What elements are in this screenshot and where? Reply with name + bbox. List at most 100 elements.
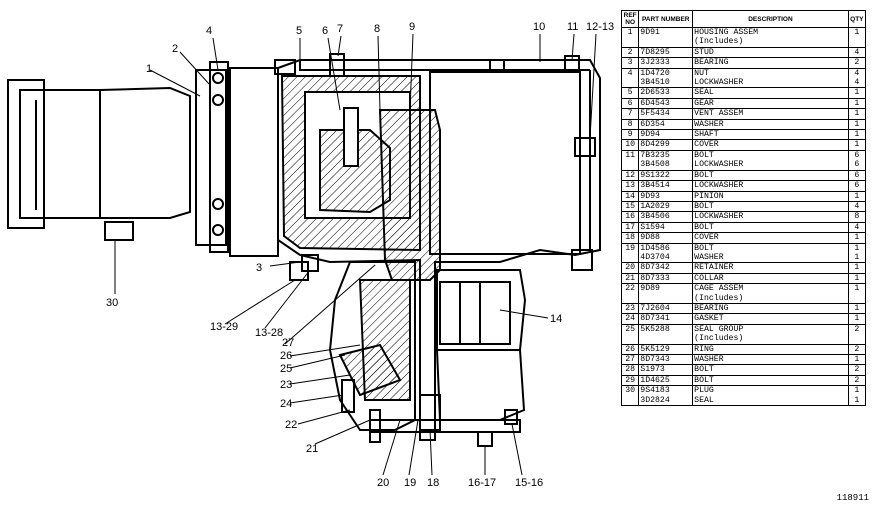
cell-qty: 1	[848, 87, 867, 99]
cell-ref: 23	[620, 302, 640, 314]
cell-qty	[848, 37, 867, 48]
cell-part	[639, 294, 693, 304]
cell-qty: 2	[848, 374, 867, 386]
callout-6: 6	[322, 25, 328, 37]
cell-desc: CAGE ASSEM	[692, 283, 849, 294]
cell-part: 9D93	[638, 190, 693, 202]
cell-ref: 8	[620, 118, 640, 130]
callout-1: 1	[146, 63, 152, 75]
cell-part: 1A2029	[638, 200, 693, 212]
cell-ref	[620, 252, 640, 263]
cell-desc: BOLT	[692, 149, 849, 161]
cell-qty: 4	[848, 67, 867, 79]
cell-ref: 18	[620, 232, 640, 244]
callout-5: 5	[296, 25, 302, 37]
cell-desc: VENT ASSEM	[692, 108, 849, 120]
cell-ref: 2	[620, 46, 640, 58]
cell-desc: STUD	[692, 46, 849, 58]
cell-ref: 16	[620, 211, 640, 223]
cell-part: 9D91	[638, 27, 693, 38]
cell-part: 7J2604	[638, 302, 693, 314]
cell-part	[639, 37, 693, 47]
cell-desc: WASHER	[692, 252, 849, 263]
cell-part: 2D6533	[638, 87, 693, 99]
callout-10: 10	[533, 21, 545, 33]
callout-2: 2	[172, 43, 178, 55]
cell-part: 3B4514	[638, 180, 693, 191]
header-part-number: PART NUMBER	[638, 10, 694, 28]
cell-part: 9D89	[638, 283, 693, 294]
cell-desc: SHAFT	[692, 129, 849, 140]
cell-ref	[620, 78, 640, 88]
cell-part: 3B4508	[640, 160, 670, 170]
cell-ref: 9	[620, 129, 640, 140]
cell-part: 9S4183	[638, 385, 693, 396]
drain-plug-30	[104, 221, 134, 241]
cell-part: 6D4543	[638, 97, 693, 109]
exploded-parts-diagram: 1 2 3 4 5 6 7 8 9 10 11 12-13 13-29 13-2…	[7, 21, 614, 489]
cell-ref: 26	[620, 343, 640, 355]
cell-qty: 1	[848, 108, 867, 120]
cell-part: 5K5288	[638, 323, 693, 335]
cell-qty: 4	[848, 200, 867, 212]
cell-qty: 1	[848, 313, 867, 325]
callout-3: 3	[256, 262, 262, 274]
cell-desc: COVER	[692, 232, 849, 244]
callout-30: 30	[106, 297, 118, 309]
cell-qty: 1	[848, 395, 867, 407]
cell-desc: PLUG	[692, 385, 849, 396]
cell-ref	[620, 160, 640, 171]
cell-ref: 28	[620, 364, 640, 376]
cell-part: 9S1322	[638, 169, 693, 181]
cell-desc: SEAL	[692, 395, 849, 407]
cell-ref: 14	[620, 190, 640, 202]
cell-qty: 1	[848, 118, 867, 130]
cell-ref	[620, 37, 640, 48]
callout-27: 27	[282, 337, 294, 349]
cell-qty: 2	[848, 343, 867, 355]
cell-part: 1D4586	[638, 242, 693, 253]
cell-qty: 4	[848, 221, 867, 233]
cell-ref: 6	[620, 97, 640, 109]
callout-14: 14	[550, 313, 562, 325]
cell-desc: BOLT	[692, 364, 849, 376]
cell-qty: 1	[848, 272, 867, 284]
cell-part: 1D4625	[638, 374, 693, 386]
cell-ref: 11	[620, 149, 640, 161]
cell-desc: BOLT	[692, 169, 849, 181]
cell-ref: 29	[620, 374, 640, 386]
cell-part: 7D8295	[638, 46, 693, 58]
cell-desc: (Includes)	[692, 293, 849, 304]
cell-ref: 5	[620, 87, 640, 99]
callout-9: 9	[409, 21, 415, 33]
cell-ref	[620, 293, 640, 304]
cell-part: 6D354	[638, 118, 693, 130]
cell-part: 8D7342	[638, 262, 693, 274]
cell-desc: GASKET	[692, 313, 849, 325]
cell-qty: 1	[848, 232, 867, 244]
cell-ref	[620, 395, 640, 407]
figure-number: 118911	[836, 493, 869, 503]
cell-ref	[620, 334, 640, 345]
cell-desc: SEAL	[692, 87, 849, 99]
cell-ref: 21	[620, 272, 640, 284]
cell-part: 3B4510	[640, 78, 670, 88]
cell-qty: 1	[848, 139, 867, 151]
cell-ref: 12	[620, 169, 640, 181]
